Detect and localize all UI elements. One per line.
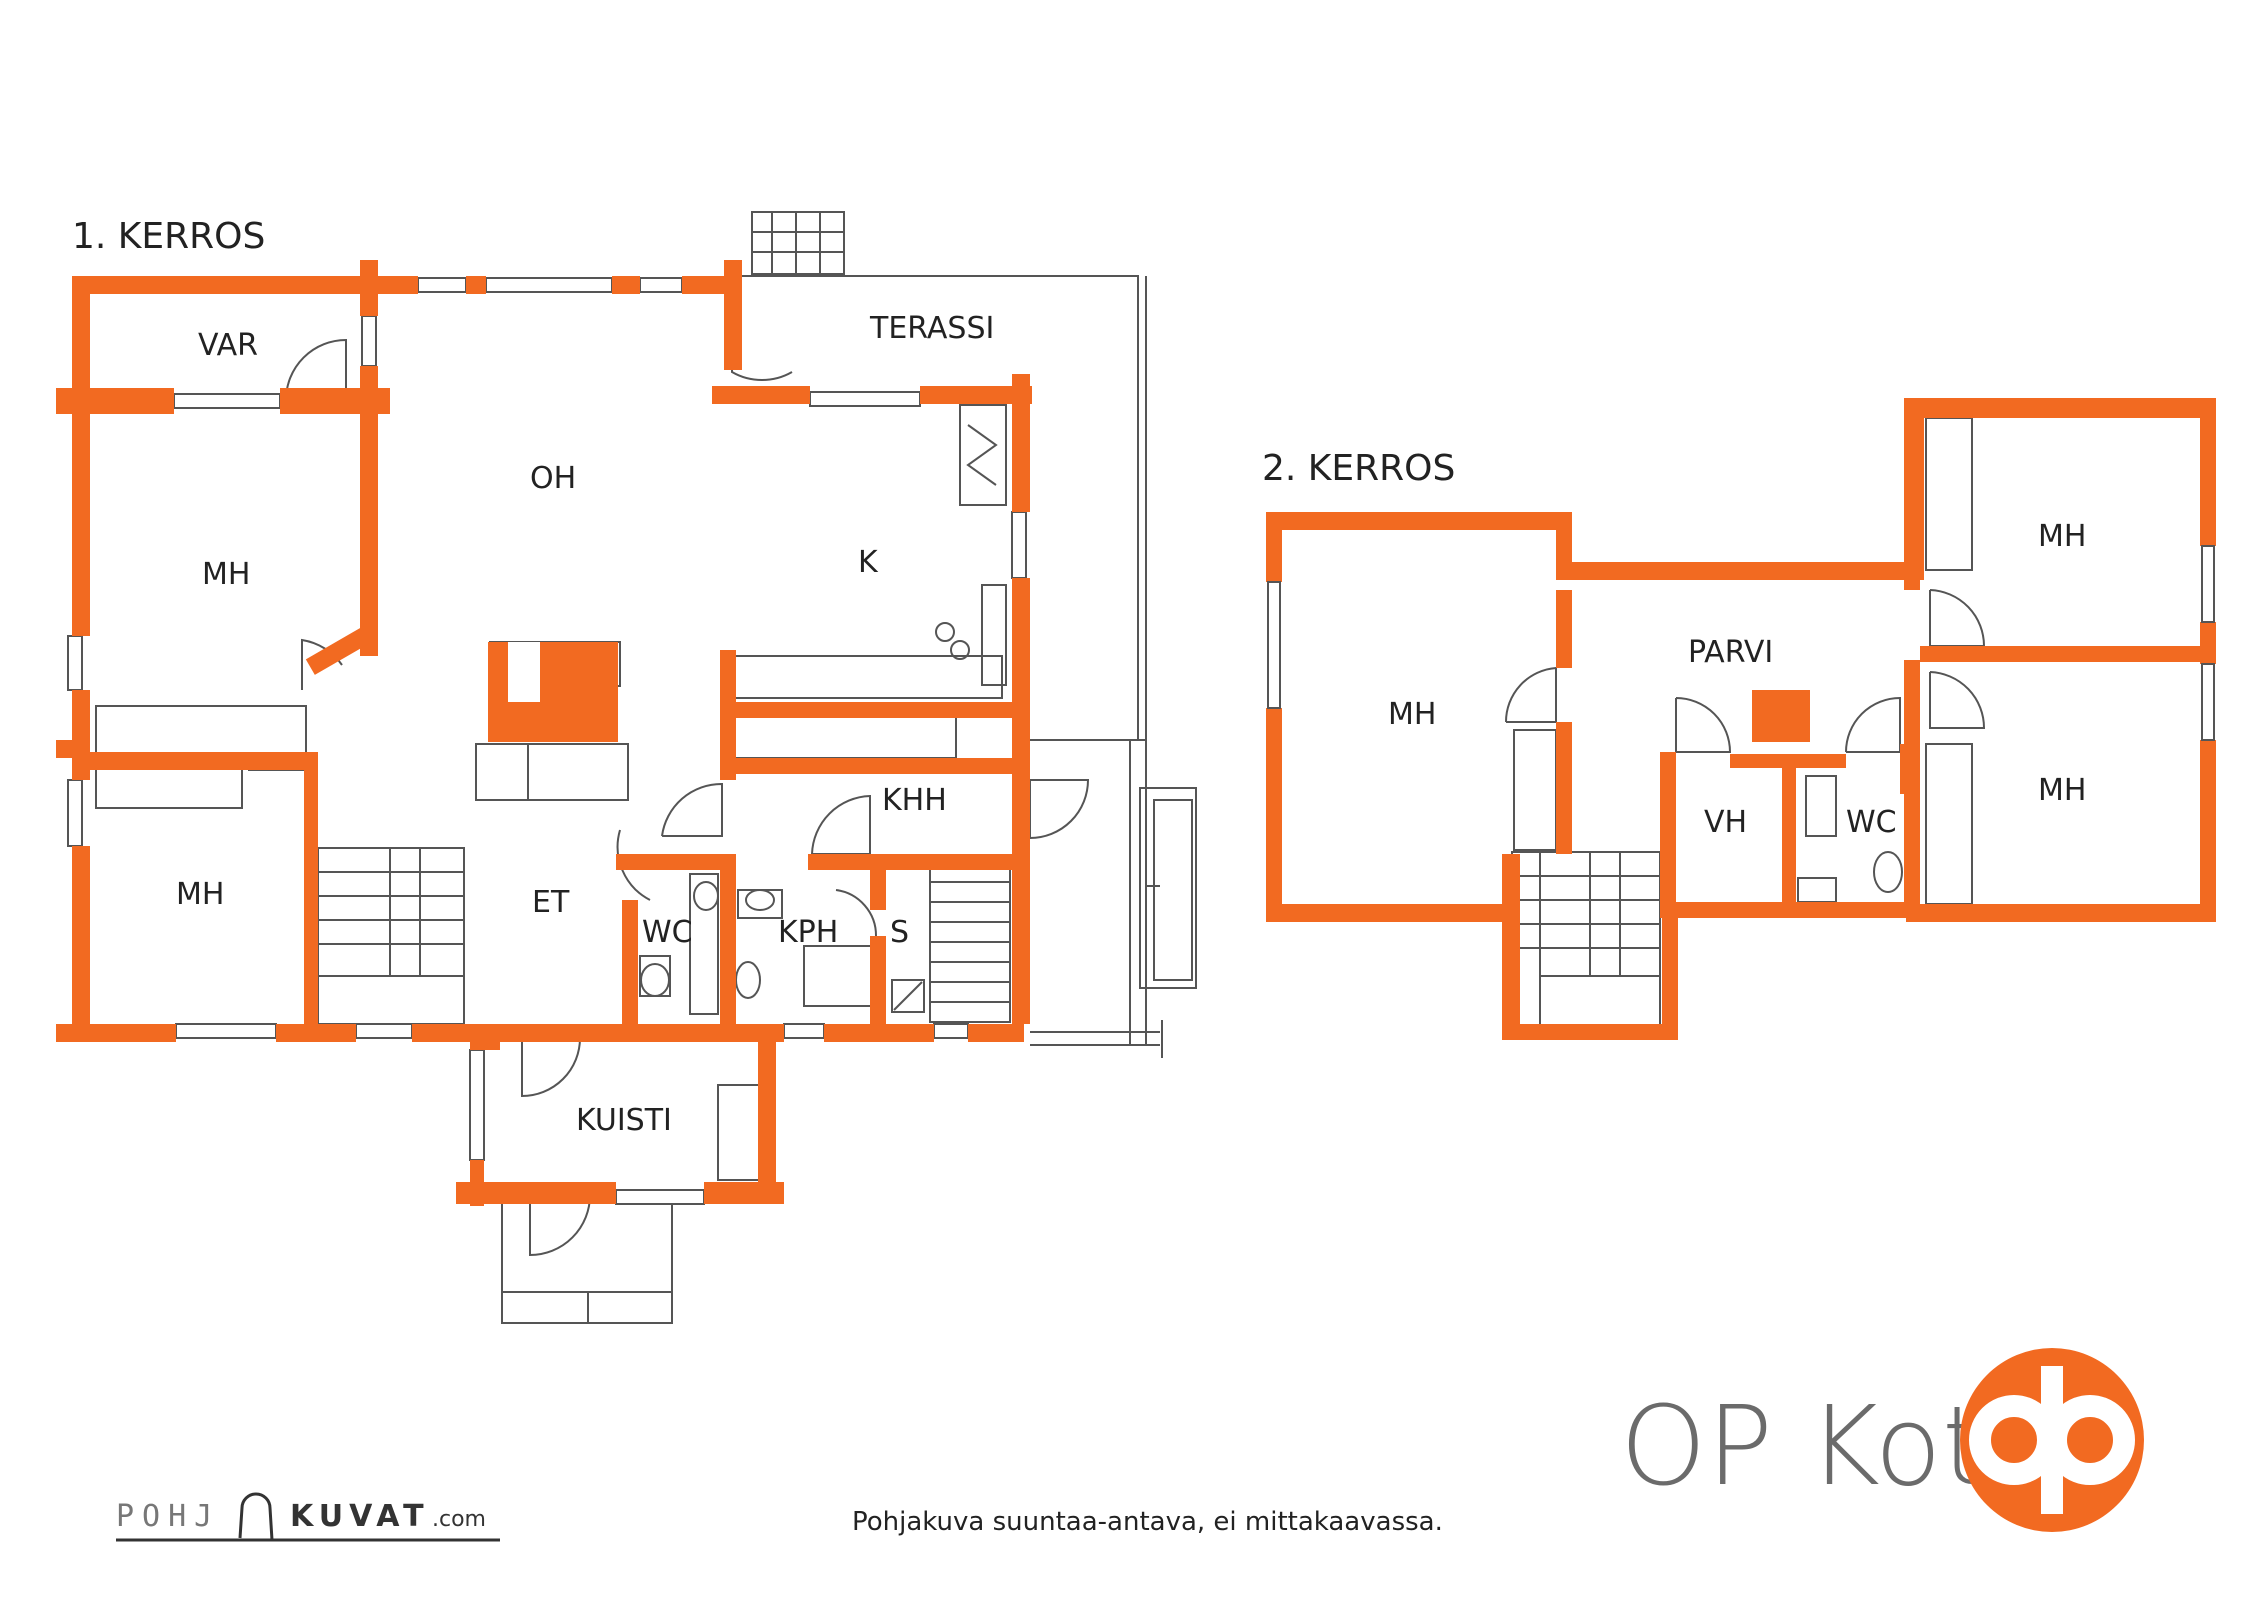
- pohjakuvat-logo: POHJ KUVAT .com: [116, 1492, 500, 1542]
- floor-2: 2. KERROS: [1262, 398, 2216, 1040]
- op-logo-icon: [1960, 1348, 2144, 1532]
- room-label-s: S: [890, 915, 909, 950]
- room-label-et: ET: [532, 885, 570, 920]
- pohjakuvat-left: POHJ: [116, 1499, 220, 1534]
- room-label-vh: VH: [1704, 805, 1747, 840]
- room-label-k: K: [858, 545, 879, 580]
- room-label-kuisti: KUISTI: [576, 1103, 672, 1138]
- pohjakuvat-mark-icon: [238, 1492, 274, 1541]
- pohjakuvat-right: KUVAT: [290, 1499, 430, 1534]
- room-label-mh-right-top: MH: [2038, 519, 2086, 554]
- room-label-wc-2: WC: [1846, 805, 1897, 840]
- brand-name: OP Koti: [1620, 1382, 2016, 1510]
- walls-floor-2: [1266, 398, 2216, 1040]
- room-label-khh: KHH: [882, 783, 947, 818]
- walls-floor-1: [56, 260, 1032, 1206]
- floor-2-title: 2. KERROS: [1262, 448, 1455, 489]
- room-label-kph: KPH: [778, 915, 838, 950]
- floor-1-title: 1. KERROS: [72, 216, 265, 257]
- floor-1: 1. KERROS: [56, 211, 1197, 1324]
- terrace-outline: [95, 211, 1197, 1324]
- room-label-mh-left: MH: [1388, 697, 1436, 732]
- room-label-parvi: PARVI: [1688, 635, 1773, 670]
- pohjakuvat-suffix: .com: [432, 1507, 486, 1532]
- room-label-mh-top: MH: [202, 557, 250, 592]
- room-label-mh-bottom: MH: [176, 877, 224, 912]
- doors-floor-2: [1504, 589, 1986, 753]
- windows-floor-2: [1267, 545, 2215, 741]
- room-label-wc: WC: [642, 915, 693, 950]
- op-koti-logo: OP Koti: [1620, 1348, 2144, 1532]
- fireplace: [475, 642, 629, 801]
- room-label-oh: OH: [530, 461, 576, 496]
- room-label-terassi: TERASSI: [869, 311, 994, 346]
- bathroom-fixtures: [639, 873, 925, 1015]
- disclaimer-note: Pohjakuva suuntaa-antava, ei mittakaavas…: [852, 1507, 1443, 1537]
- room-label-var: VAR: [198, 328, 258, 363]
- room-label-mh-right-bottom: MH: [2038, 773, 2086, 808]
- fixtures-floor-2: [1511, 417, 1973, 1031]
